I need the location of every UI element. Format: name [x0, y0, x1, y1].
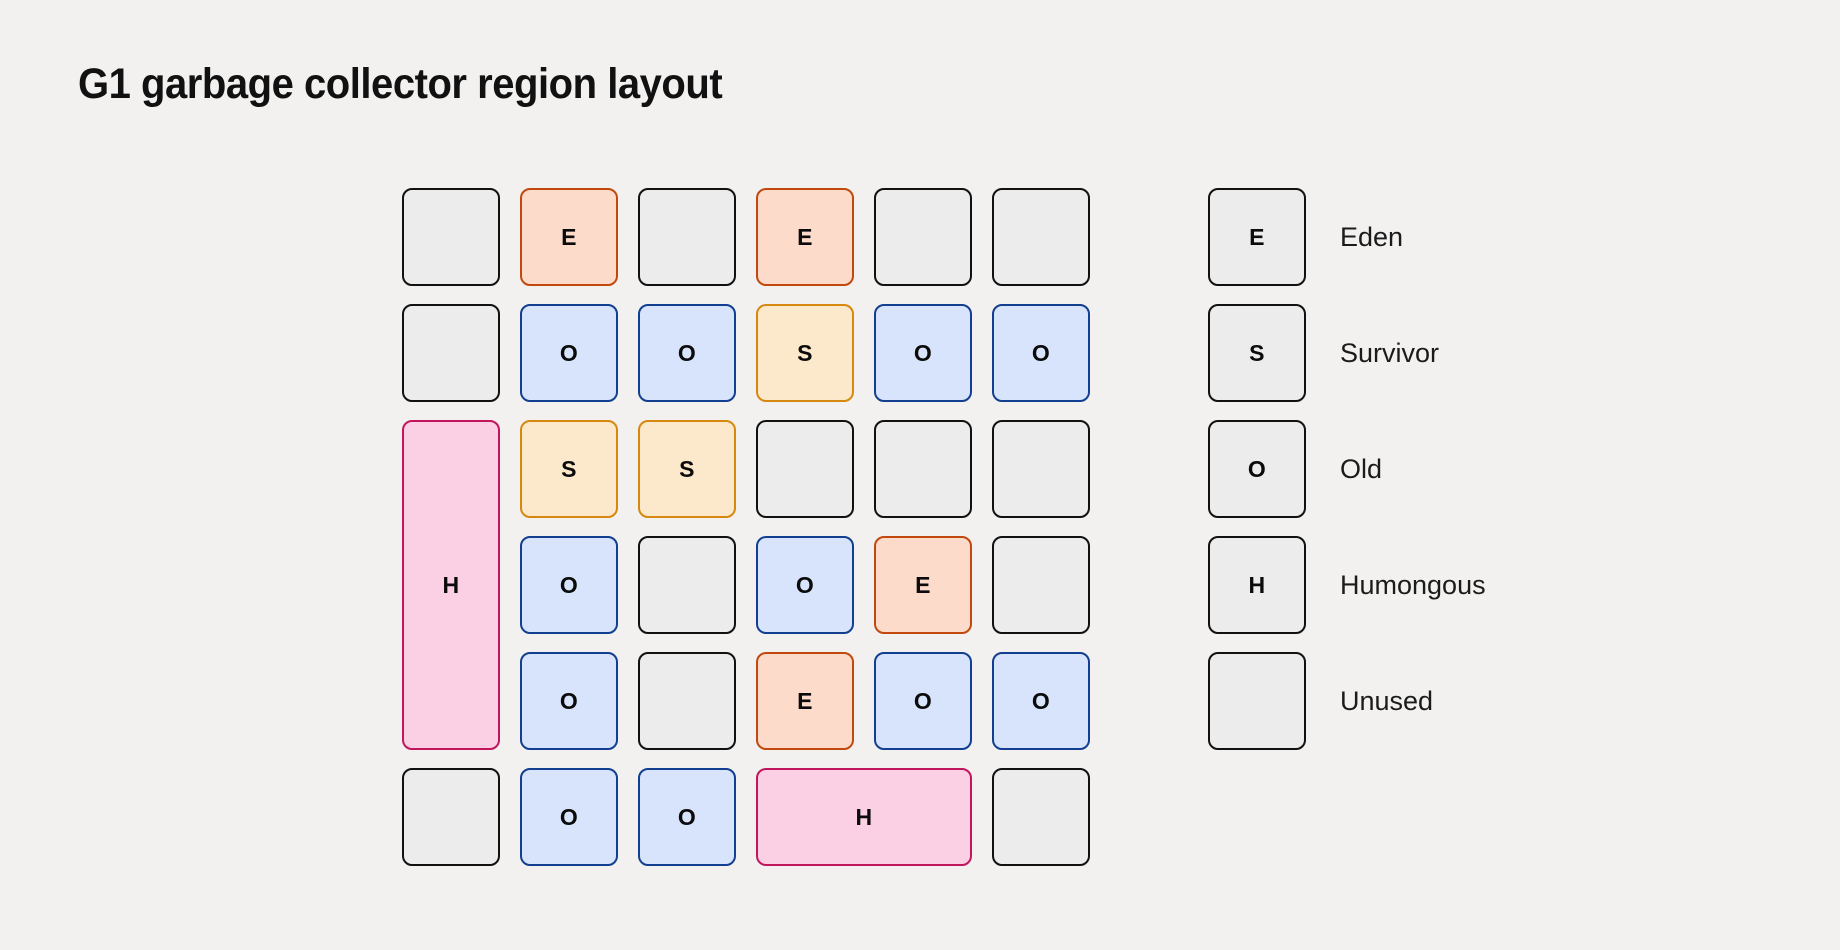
page-title: G1 garbage collector region layout	[78, 60, 723, 108]
region-cell-old[interactable]: O	[638, 768, 736, 866]
legend-item-old: O Old	[1208, 420, 1486, 518]
legend-swatch-eden: E	[1208, 188, 1306, 286]
region-grid: E E O O S O O H S S O O E O E O O O O H	[402, 188, 1090, 866]
legend-item-eden: E Eden	[1208, 188, 1486, 286]
region-cell-eden[interactable]: E	[756, 188, 854, 286]
region-cell-old[interactable]: O	[992, 304, 1090, 402]
legend-swatch-letter: E	[1249, 223, 1265, 250]
region-cell-unused[interactable]	[992, 420, 1090, 518]
region-cell-unused[interactable]	[638, 188, 736, 286]
region-cell-humongous[interactable]: H	[402, 420, 500, 750]
region-cell-label: O	[559, 571, 579, 598]
region-cell-label: O	[559, 687, 579, 714]
region-cell-label: E	[797, 223, 813, 250]
region-cell-unused[interactable]	[992, 536, 1090, 634]
region-cell-label: S	[797, 339, 813, 366]
region-cell-label: O	[1031, 687, 1051, 714]
region-cell-label: E	[797, 687, 813, 714]
region-cell-label: S	[679, 455, 695, 482]
legend-swatch-letter: H	[1248, 571, 1266, 598]
legend-swatch-letter: O	[1247, 455, 1267, 482]
legend-swatch-letter: S	[1249, 339, 1265, 366]
region-cell-unused[interactable]	[874, 420, 972, 518]
legend-swatch-humongous: H	[1208, 536, 1306, 634]
legend-label: Eden	[1340, 221, 1404, 252]
region-cell-humongous[interactable]: H	[756, 768, 972, 866]
region-cell-old[interactable]: O	[992, 652, 1090, 750]
region-cell-survivor[interactable]: S	[638, 420, 736, 518]
region-cell-old[interactable]: O	[874, 304, 972, 402]
region-cell-label: O	[559, 339, 579, 366]
region-cell-unused[interactable]	[992, 768, 1090, 866]
legend-item-survivor: S Survivor	[1208, 304, 1486, 402]
region-cell-label: O	[913, 339, 933, 366]
region-cell-old[interactable]: O	[756, 536, 854, 634]
legend-swatch-unused	[1208, 652, 1306, 750]
legend-label: Unused	[1340, 685, 1434, 716]
region-cell-label: O	[913, 687, 933, 714]
legend-label: Survivor	[1340, 337, 1440, 368]
region-cell-unused[interactable]	[992, 188, 1090, 286]
legend-label: Humongous	[1340, 569, 1486, 600]
region-cell-old[interactable]: O	[520, 536, 618, 634]
region-cell-label: O	[1031, 339, 1051, 366]
region-cell-eden[interactable]: E	[756, 652, 854, 750]
region-cell-label: O	[677, 803, 697, 830]
region-cell-survivor[interactable]: S	[756, 304, 854, 402]
region-cell-label: E	[561, 223, 577, 250]
region-cell-old[interactable]: O	[520, 768, 618, 866]
region-cell-label: O	[677, 339, 697, 366]
region-cell-survivor[interactable]: S	[520, 420, 618, 518]
region-cell-old[interactable]: O	[520, 304, 618, 402]
region-cell-unused[interactable]	[402, 304, 500, 402]
region-cell-unused[interactable]	[402, 768, 500, 866]
region-cell-label: H	[855, 803, 873, 830]
region-cell-label: O	[795, 571, 815, 598]
region-cell-unused[interactable]	[756, 420, 854, 518]
region-cell-old[interactable]: O	[874, 652, 972, 750]
region-cell-unused[interactable]	[402, 188, 500, 286]
region-cell-eden[interactable]: E	[520, 188, 618, 286]
region-cell-unused[interactable]	[638, 652, 736, 750]
legend-swatch-old: O	[1208, 420, 1306, 518]
region-cell-label: E	[915, 571, 931, 598]
region-cell-old[interactable]: O	[520, 652, 618, 750]
legend-item-unused: Unused	[1208, 652, 1486, 750]
legend-item-humongous: H Humongous	[1208, 536, 1486, 634]
region-cell-label: H	[442, 571, 460, 598]
region-cell-label: S	[561, 455, 577, 482]
region-cell-label: O	[559, 803, 579, 830]
legend-label: Old	[1340, 453, 1383, 484]
region-cell-eden[interactable]: E	[874, 536, 972, 634]
region-cell-old[interactable]: O	[638, 304, 736, 402]
legend-swatch-survivor: S	[1208, 304, 1306, 402]
region-cell-unused[interactable]	[638, 536, 736, 634]
region-cell-unused[interactable]	[874, 188, 972, 286]
